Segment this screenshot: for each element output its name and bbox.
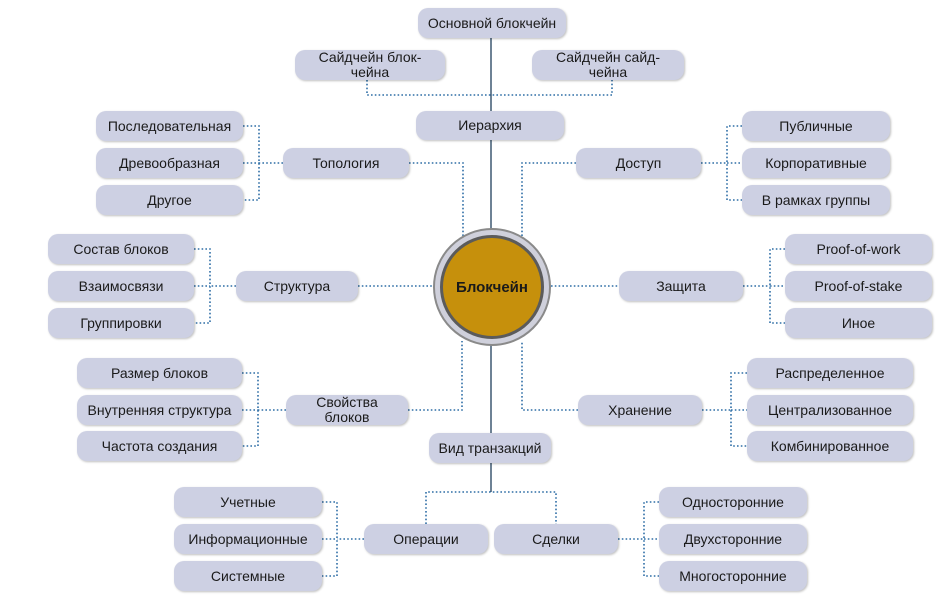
node-struct-links: Взаимосвязи [48,271,194,301]
edge-tx-split [425,491,557,524]
node-operations: Операции [364,524,488,554]
edge-protection-bracket [769,248,785,324]
node-access-group: В рамках группы [742,185,890,215]
node-topo-tree: Древообразная [96,148,243,178]
node-struct-blocks: Состав блоков [48,234,194,264]
node-deal-uni: Односторонние [659,487,807,517]
node-topo-other: Другое [96,185,243,215]
node-op-info: Информационные [174,524,322,554]
node-st-combined: Комбинированное [747,431,913,461]
edge-access-bracket [726,125,742,201]
node-structure: Структура [236,271,358,301]
node-protection: Защита [619,271,743,301]
node-sidechain-left: Сайдчейн блок- чейна [295,50,445,80]
edge-center-access [521,162,576,236]
node-hierarchy: Иерархия [416,111,564,140]
edge-operations-bracket [322,501,338,577]
edge-storage-bracket [730,372,747,447]
node-deal-multi: Многосторонние [659,561,807,591]
node-access: Доступ [576,148,701,178]
node-topology: Топология [283,148,409,178]
center-node: Блокчейн [440,235,544,339]
node-topo-sequential: Последовательная [96,111,243,141]
node-op-accounting: Учетные [174,487,322,517]
edge-sidechains [366,80,613,96]
node-prot-pos: Proof-of-stake [785,271,932,301]
node-prot-other: Иное [785,308,932,338]
edge-center-storage [521,341,578,411]
center-node-ring: Блокчейн [433,228,551,346]
node-bp-freq: Частота создания [77,431,242,461]
node-prot-pow: Proof-of-work [785,234,932,264]
edge-deals-bracket [643,501,659,577]
node-storage: Хранение [578,395,702,425]
node-st-distributed: Распределенное [747,358,913,388]
node-st-centralized: Централизованное [747,395,913,425]
edge-center-block-props [408,341,463,411]
edge-topology-bracket [243,125,260,201]
node-access-corporate: Корпоративные [742,148,890,178]
node-access-public: Публичные [742,111,890,141]
node-transaction-type: Вид транзакций [429,433,551,463]
node-deals: Сделки [494,524,618,554]
node-struct-groups: Группировки [48,308,194,338]
edge-center-topology [409,162,464,236]
node-bp-size: Размер блоков [77,358,242,388]
node-sidechain-right: Сайдчейн сайд- чейна [532,50,684,80]
edge-structure-bracket [194,248,211,324]
node-op-system: Системные [174,561,322,591]
node-main-chain: Основной блокчейн [418,8,566,38]
node-bp-inner: Внутренняя структура [77,395,242,425]
edge-blockprops-bracket [242,372,259,447]
node-deal-bi: Двухсторонние [659,524,807,554]
node-block-properties: Свойства блоков [286,395,408,425]
